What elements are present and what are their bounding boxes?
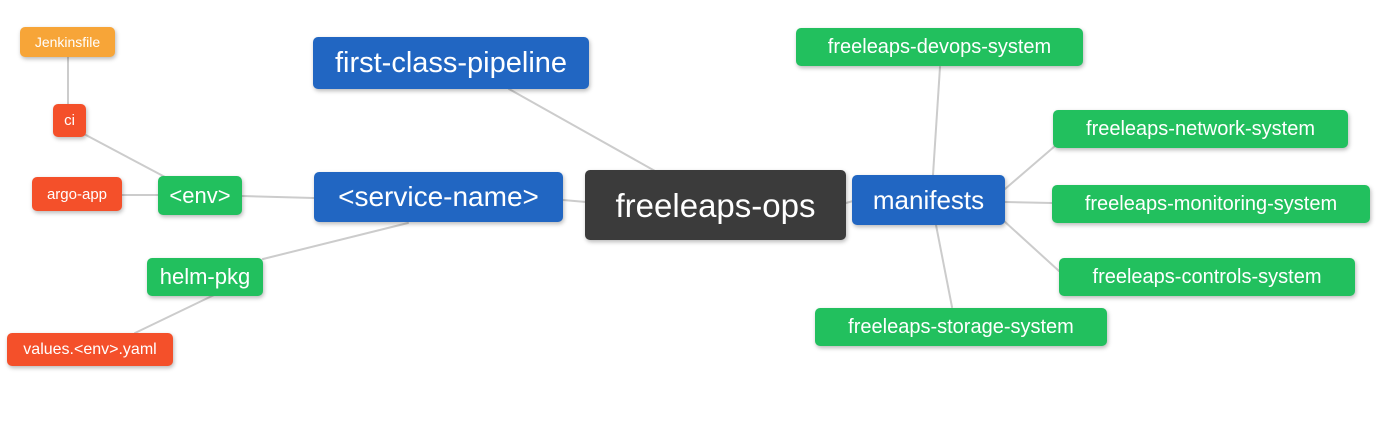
edge-manifests-monitoring (1004, 201, 1053, 204)
edge-manifests-devops (932, 66, 941, 176)
node-controls[interactable]: freeleaps-controls-system (1059, 258, 1355, 296)
node-env[interactable]: <env> (158, 176, 242, 215)
edge-pipeline-ops (508, 88, 656, 172)
edge-manifests-controls (1003, 220, 1060, 272)
edge-service-ops (562, 199, 587, 203)
edge-values-yaml-helm-pkg (134, 294, 215, 334)
node-pipeline[interactable]: first-class-pipeline (313, 37, 589, 89)
node-helm-pkg[interactable]: helm-pkg (147, 258, 263, 296)
node-manifests[interactable]: manifests (852, 175, 1005, 225)
node-argo-app[interactable]: argo-app (32, 177, 122, 211)
node-ci[interactable]: ci (53, 104, 86, 137)
node-storage[interactable]: freeleaps-storage-system (815, 308, 1107, 346)
node-jenkinsfile[interactable]: Jenkinsfile (20, 27, 115, 57)
edge-manifests-network (1004, 145, 1056, 190)
edge-env-service (241, 195, 315, 199)
node-monitoring[interactable]: freeleaps-monitoring-system (1052, 185, 1370, 223)
node-network[interactable]: freeleaps-network-system (1053, 110, 1348, 148)
node-values-yaml[interactable]: values.<env>.yaml (7, 333, 173, 366)
node-ops[interactable]: freeleaps-ops (585, 170, 846, 240)
edge-ci-env (83, 133, 166, 178)
edge-manifests-storage (935, 224, 953, 308)
node-devops[interactable]: freeleaps-devops-system (796, 28, 1083, 66)
node-service[interactable]: <service-name> (314, 172, 563, 222)
edge-helm-pkg-service (262, 222, 409, 260)
